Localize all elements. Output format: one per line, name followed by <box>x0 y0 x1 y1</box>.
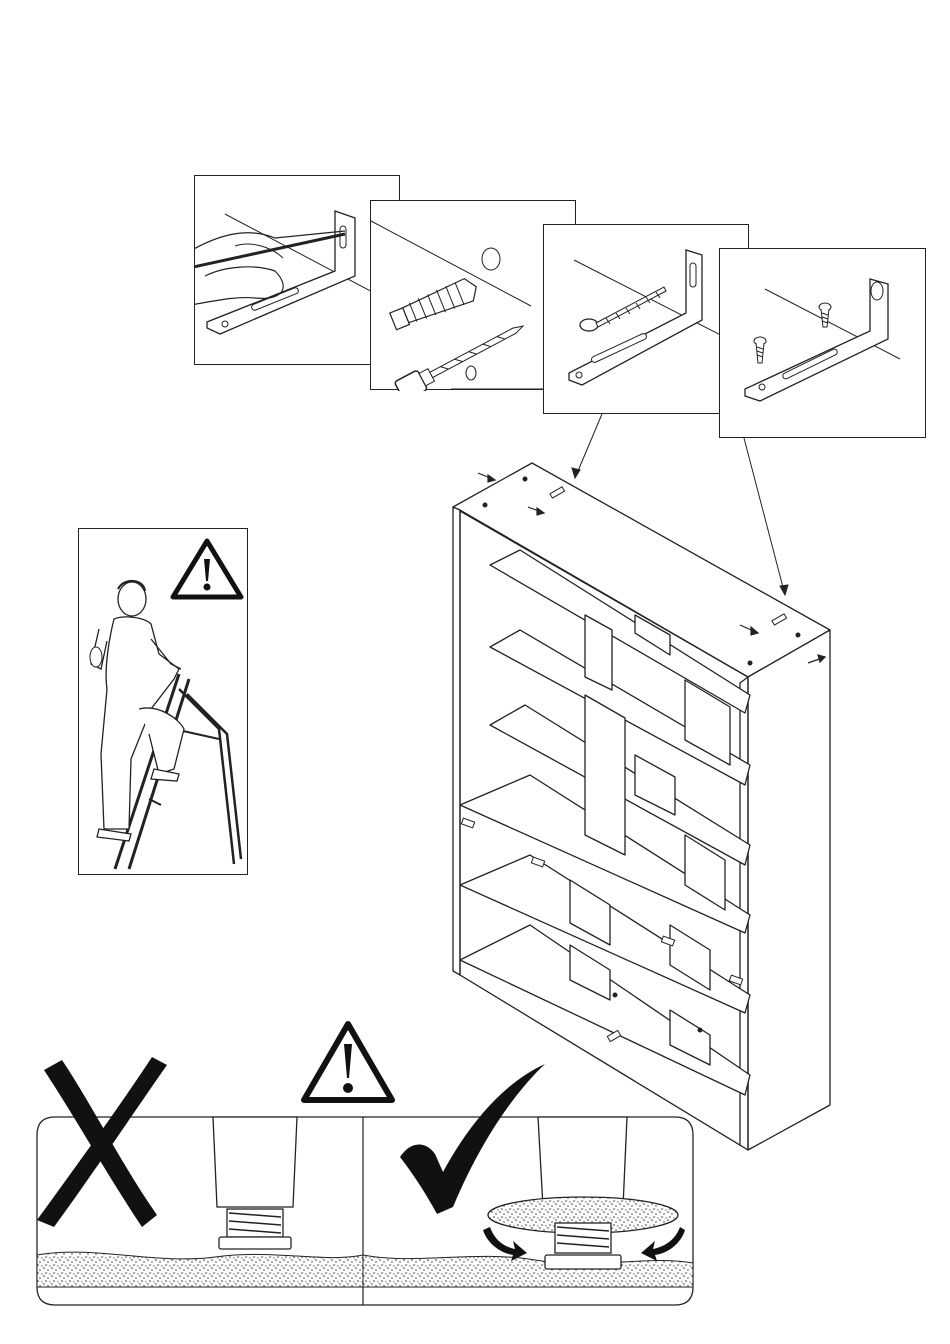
person-on-ladder-illustration <box>79 529 249 876</box>
bookcase-illustration <box>440 455 840 1155</box>
step-panel-fix-to-cabinet <box>719 248 926 438</box>
checkmark-icon <box>395 1062 550 1217</box>
right-checkmark <box>395 1062 550 1217</box>
warning-triangle-icon <box>298 1018 398 1108</box>
cabinet-screws-icon <box>720 249 927 439</box>
cross-icon <box>32 1055 172 1230</box>
warning-triangle-icon <box>173 541 241 597</box>
ladder-warning-panel <box>78 528 248 875</box>
bookcase-isometric-drawing <box>440 455 840 1155</box>
leveling-warning-icon-wrap <box>298 1018 398 1108</box>
wrong-cross-mark <box>32 1055 172 1230</box>
